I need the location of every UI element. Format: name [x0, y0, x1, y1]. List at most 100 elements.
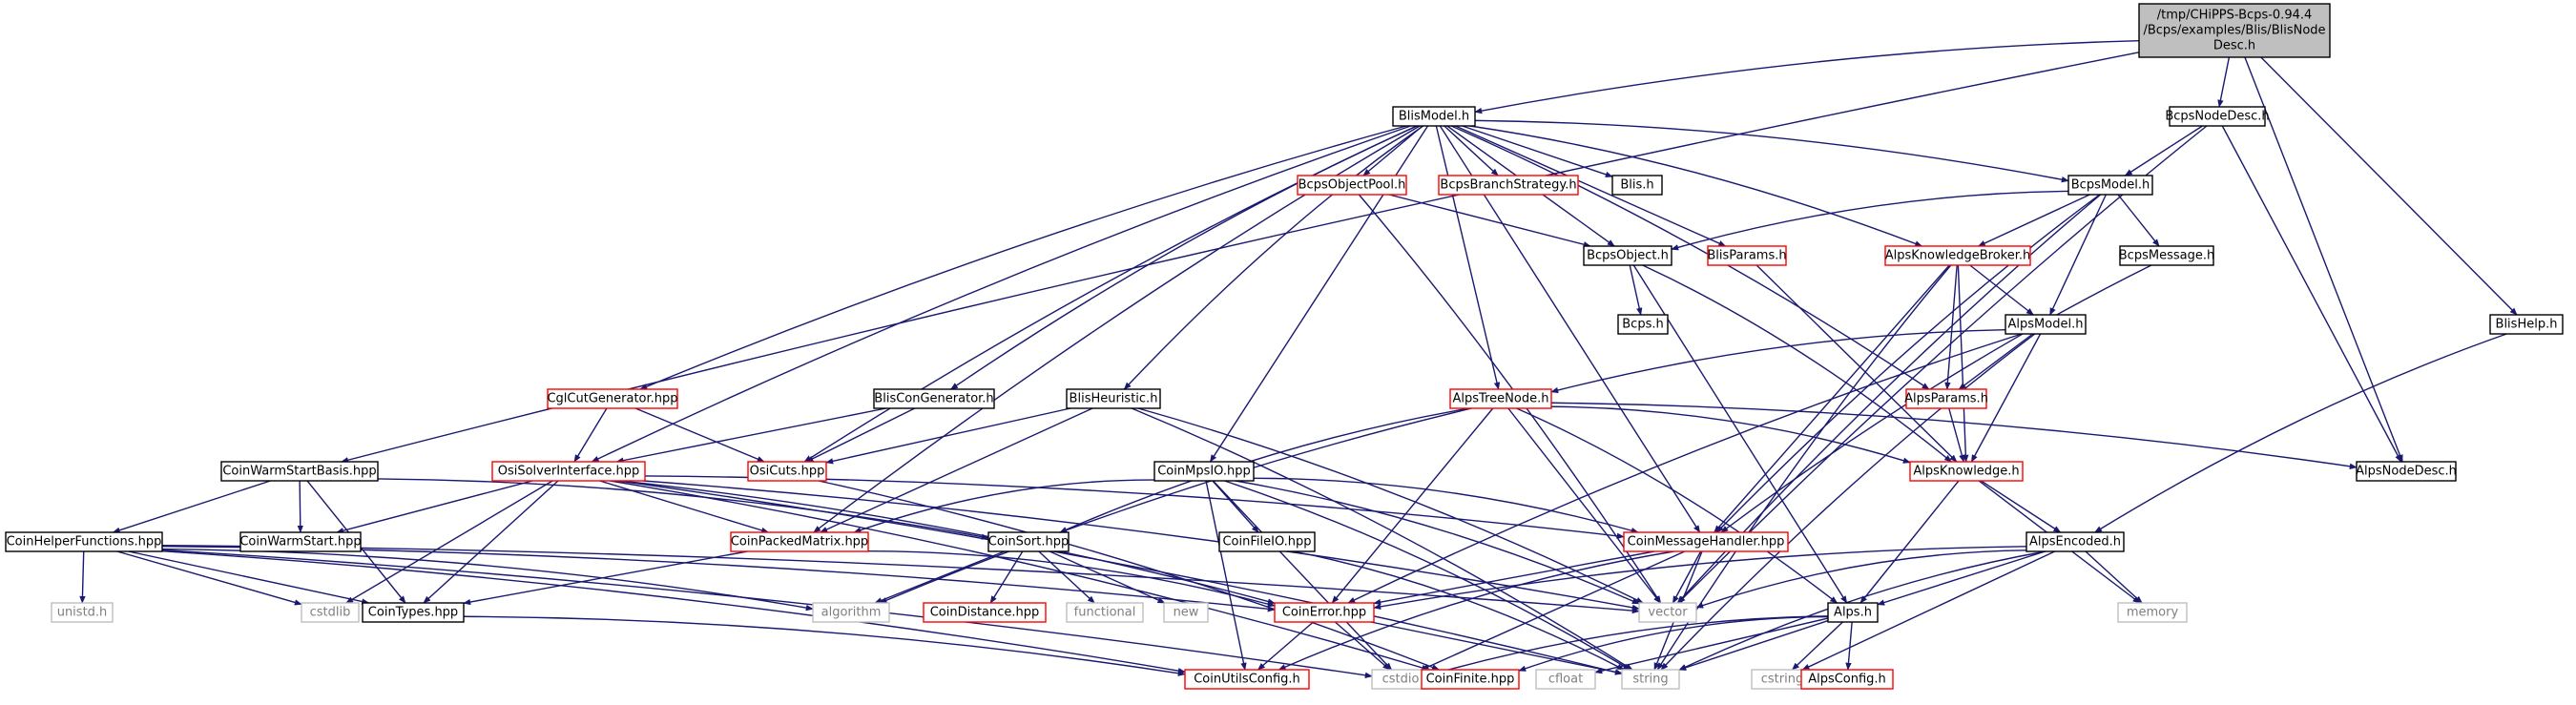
edge-Alps-to-string: [1678, 619, 1829, 671]
node-CoinMpsIO[interactable]: CoinMpsIO.hpp: [1153, 461, 1255, 482]
node-CoinFileIO[interactable]: CoinFileIO.hpp: [1218, 531, 1316, 552]
node-BlisHelp-label: BlisHelp.h: [2496, 318, 2558, 332]
node-BcpsModel[interactable]: BcpsModel.h: [2067, 175, 2153, 196]
node-CoinSort[interactable]: CoinSort.hpp: [987, 531, 1070, 552]
edge-CoinSort-to-algorithm: [874, 550, 1006, 604]
node-cstdio[interactable]: cstdio: [1371, 669, 1430, 690]
node-BlisConGenerator[interactable]: BlisConGenerator.h: [873, 388, 995, 409]
node-Blis[interactable]: Blis.h: [1611, 175, 1663, 196]
node-BcpsObject[interactable]: BcpsObject.h: [1583, 245, 1672, 266]
node-BcpsNodeDesc[interactable]: BcpsNodeDesc.h: [2165, 106, 2270, 127]
node-functional[interactable]: functional: [1066, 602, 1144, 623]
node-BcpsBranchStrategy[interactable]: BcpsBranchStrategy.h: [1438, 175, 1579, 196]
node-CoinHelperFunctions[interactable]: CoinHelperFunctions.hpp: [5, 531, 163, 552]
node-AlpsConfig[interactable]: AlpsConfig.h: [1800, 669, 1894, 690]
node-Bcps[interactable]: Bcps.h: [1617, 314, 1669, 335]
node-new[interactable]: new: [1163, 602, 1209, 623]
edge-AlpsModel-to-CoinError: [1347, 333, 2023, 604]
node-CoinError[interactable]: CoinError.hpp: [1274, 602, 1375, 623]
node-BlisModel[interactable]: BlisModel.h: [1392, 106, 1476, 127]
node-CoinFinite-label: CoinFinite.hpp: [1426, 673, 1515, 687]
node-BlisHeuristic[interactable]: BlisHeuristic.h: [1066, 388, 1161, 409]
node-BcpsMessage[interactable]: BcpsMessage.h: [2119, 245, 2214, 266]
node-AlpsParams[interactable]: AlpsParams.h: [1904, 388, 1988, 409]
node-CoinTypes[interactable]: CoinTypes.hpp: [362, 602, 465, 623]
node-OsiSolverInterface[interactable]: OsiSolverInterface.hpp: [491, 461, 646, 482]
edge-BlisModel-to-BlisConGenerator: [950, 125, 1418, 390]
edge-BcpsModel-to-BcpsMessage: [2117, 194, 2160, 247]
edge-AlpsEncoded-to-Alps: [1877, 550, 2046, 606]
node-AlpsKnowledgeBroker[interactable]: AlpsKnowledgeBroker.h: [1884, 245, 2031, 266]
node-BlisHelp[interactable]: BlisHelp.h: [2489, 314, 2564, 335]
node-memory[interactable]: memory: [2117, 602, 2188, 623]
edge-CoinPackedMatrix-to-CoinError: [867, 549, 1276, 608]
edge-CoinMpsIO-to-CoinPackedMatrix: [853, 479, 1155, 533]
node-AlpsConfig-box: [1800, 669, 1894, 690]
edge-AlpsEncoded-to-memory: [2085, 550, 2143, 604]
node-BcpsNodeDesc-label: BcpsNodeDesc.h: [2165, 110, 2269, 124]
edge-AlpsEncoded-to-vector: [1695, 549, 2027, 609]
node-algorithm[interactable]: algorithm: [812, 602, 890, 623]
node-CoinWarmStart[interactable]: CoinWarmStart.hpp: [239, 531, 362, 552]
node-AlpsNodeDesc[interactable]: AlpsNodeDesc.h: [2356, 461, 2457, 482]
edge-BlisModel-to-BcpsBranchStrategy: [1444, 125, 1499, 176]
edge-CoinSort-to-CoinDistance: [989, 550, 1024, 604]
node-AlpsModel[interactable]: AlpsModel.h: [2005, 314, 2087, 335]
node-vector-label: vector: [1648, 606, 1688, 620]
node-CoinPackedMatrix[interactable]: CoinPackedMatrix.hpp: [730, 531, 869, 552]
node-CoinWarmStart-box: [239, 531, 362, 552]
edge-CoinWarmStartBasis-to-CoinSort: [377, 478, 989, 540]
node-BlisParams-label: BlisParams.h: [1707, 249, 1786, 263]
node-Alps-box: [1827, 602, 1879, 623]
node-BcpsMessage-box: [2119, 245, 2214, 266]
edge-CoinMpsIO-to-string: [1224, 480, 1631, 671]
edge-AlpsTreeNode-to-CoinSort: [1059, 407, 1470, 533]
node-BcpsBranchStrategy-label: BcpsBranchStrategy.h: [1440, 178, 1576, 193]
node-root[interactable]: /tmp/CHiPPS-Bcps-0.94.4/Bcps/examples/Bl…: [2138, 3, 2331, 58]
edge-CoinHelperFunctions-to-CoinUtilsConfig: [161, 549, 1186, 674]
node-vector-box: [1638, 602, 1697, 623]
node-memory-label: memory: [2127, 606, 2179, 620]
node-CoinFinite[interactable]: CoinFinite.hpp: [1421, 669, 1520, 690]
edge-BlisHeuristic-to-vector: [1137, 407, 1644, 604]
node-CoinMessageHandler[interactable]: CoinMessageHandler.hpp: [1623, 531, 1789, 552]
node-BlisParams[interactable]: BlisParams.h: [1707, 245, 1787, 266]
node-AlpsModel-label: AlpsModel.h: [2008, 318, 2084, 332]
edge-CoinTypes-to-CoinUtilsConfig: [463, 615, 1186, 676]
node-Alps[interactable]: Alps.h: [1827, 602, 1879, 623]
edge-BcpsObject-to-Alps: [1632, 264, 1848, 604]
node-BlisModel-label: BlisModel.h: [1399, 110, 1469, 124]
node-string[interactable]: string: [1621, 669, 1680, 690]
node-AlpsKnowledge[interactable]: AlpsKnowledge.h: [1909, 461, 2024, 482]
node-root-label: /tmp/CHiPPS-Bcps-0.94.4: [2157, 9, 2313, 23]
edge-CoinMpsIO-to-CoinMessageHandler: [1253, 477, 1639, 534]
edge-AlpsTreeNode-to-AlpsNodeDesc: [1550, 402, 2358, 469]
node-AlpsEncoded[interactable]: AlpsEncoded.h: [2025, 531, 2125, 552]
node-unistd[interactable]: unistd.h: [51, 602, 114, 623]
edge-CoinMessageHandler-to-cstdio: [1421, 550, 1686, 671]
node-algorithm-label: algorithm: [821, 606, 882, 620]
node-cfloat[interactable]: cfloat: [1535, 669, 1596, 690]
node-vector[interactable]: vector: [1638, 602, 1697, 623]
node-BcpsObjectPool[interactable]: BcpsObjectPool.h: [1297, 175, 1407, 196]
edge-root-to-AlpsNodeDesc: [2244, 56, 2403, 463]
node-CglCutGenerator[interactable]: CglCutGenerator.hpp: [547, 388, 678, 409]
node-CoinUtilsConfig[interactable]: CoinUtilsConfig.h: [1184, 669, 1310, 690]
edge-Alps-to-CoinFinite: [1518, 615, 1829, 672]
node-AlpsTreeNode[interactable]: AlpsTreeNode.h: [1449, 388, 1552, 409]
node-CoinWarmStart-label: CoinWarmStart.hpp: [239, 535, 361, 549]
edge-OsiSolverInterface-to-CoinTypes: [423, 480, 559, 604]
edge-AlpsParams-to-AlpsKnowledge: [1948, 407, 1965, 463]
node-CoinDistance-label: CoinDistance.hpp: [930, 606, 1040, 620]
node-OsiCuts[interactable]: OsiCuts.hpp: [747, 461, 827, 482]
node-CoinSort-box: [987, 531, 1070, 552]
node-CoinDistance[interactable]: CoinDistance.hpp: [923, 602, 1047, 623]
node-CoinWarmStartBasis[interactable]: CoinWarmStartBasis.hpp: [220, 461, 379, 482]
node-AlpsTreeNode-box: [1449, 388, 1552, 409]
node-CoinSort-label: CoinSort.hpp: [988, 535, 1069, 549]
edge-AlpsKnowledge-to-AlpsEncoded: [1981, 480, 2062, 533]
node-AlpsModel-box: [2005, 314, 2087, 335]
node-cstdlib[interactable]: cstdlib: [301, 602, 360, 623]
edge-AlpsEncoded-to-string: [1678, 550, 2046, 671]
